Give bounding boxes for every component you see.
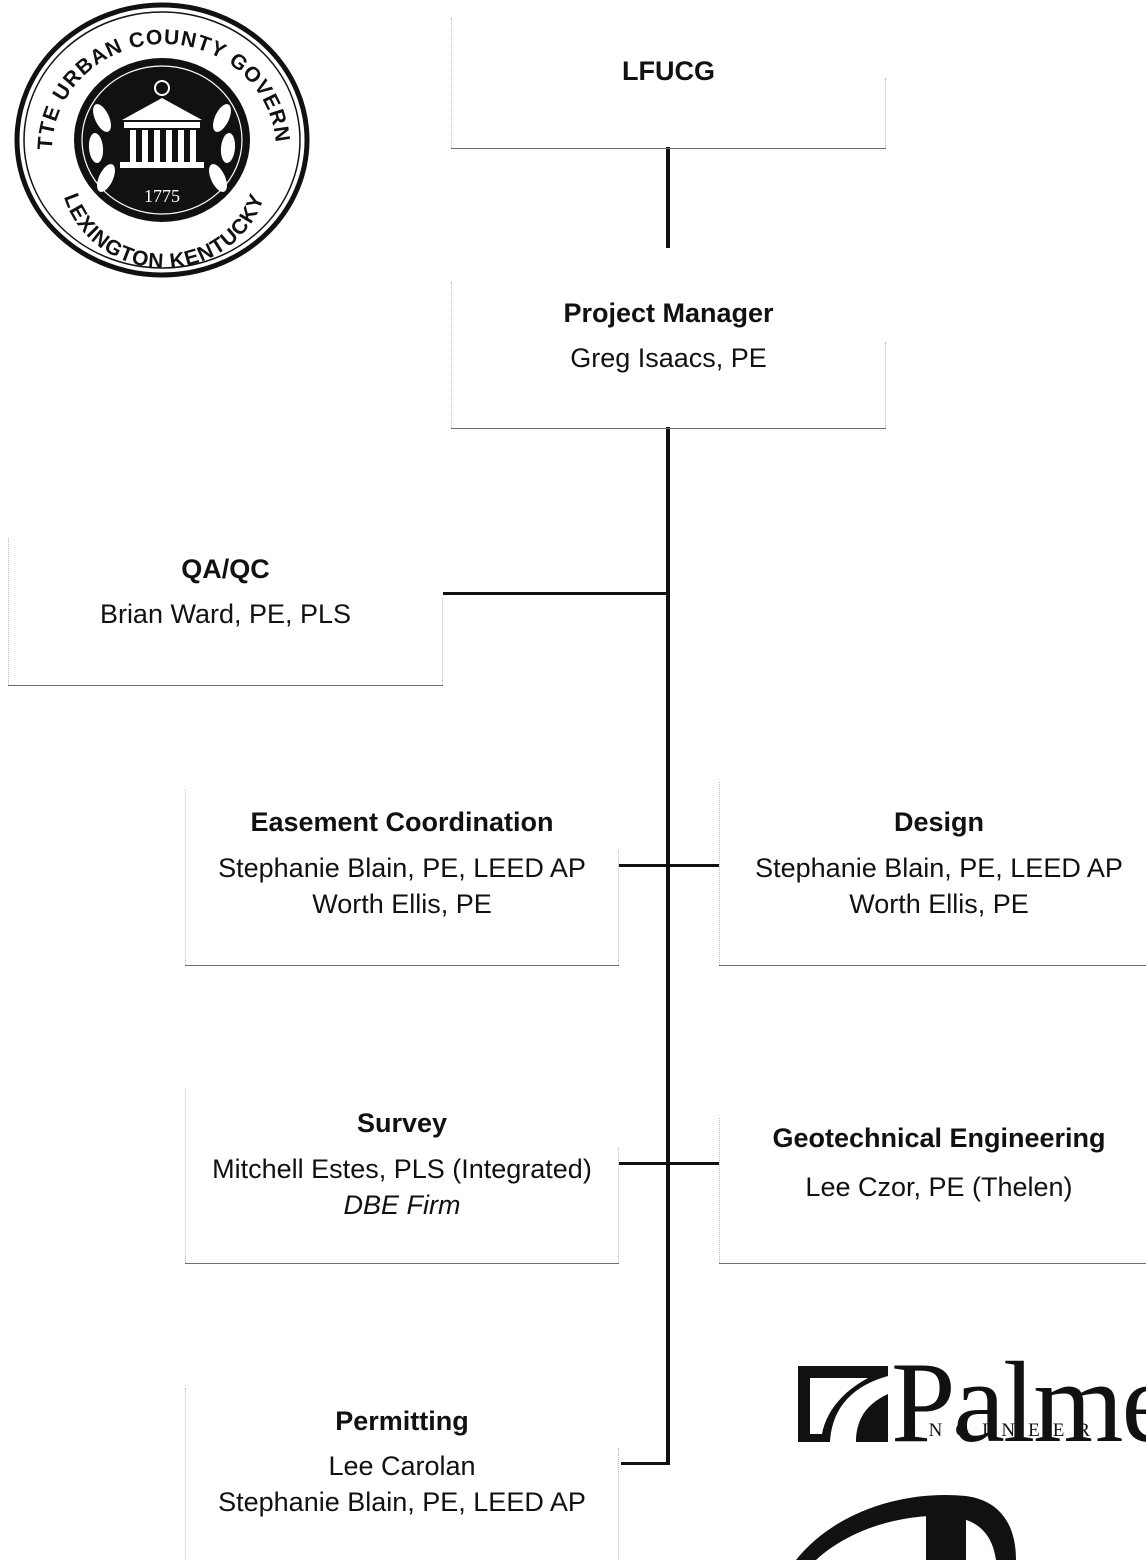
survey-dbe-note: DBE Firm — [343, 1190, 461, 1220]
easement-title: Easement Coordination — [250, 807, 554, 837]
qaqc-name: Brian Ward, PE, PLS — [99, 599, 352, 629]
permitting-name-1: Lee Carolan — [328, 1451, 476, 1481]
org-box-lfucg: LFUCG — [451, 18, 886, 149]
org-box-geotechnical-engineering: Geotechnical Engineering Lee Czor, PE (T… — [719, 1118, 1146, 1264]
palmer-wordmark: Palme — [891, 1360, 1146, 1467]
design-title: Design — [893, 807, 985, 837]
geotech-name: Lee Czor, PE (Thelen) — [805, 1172, 1073, 1202]
design-name-1: Stephanie Blain, PE, LEED AP — [755, 853, 1123, 883]
geotech-title: Geotechnical Engineering — [772, 1123, 1106, 1153]
lfucg-title: LFUCG — [622, 56, 715, 86]
org-box-project-manager: Project Manager Greg Isaacs, PE — [451, 282, 886, 429]
connector-main-spine — [666, 427, 670, 1465]
permitting-name-2: Stephanie Blain, PE, LEED AP — [218, 1487, 586, 1517]
connector-survey-geotech — [619, 1162, 719, 1165]
qaqc-title: QA/QC — [181, 554, 270, 584]
org-box-permitting: Permitting Lee Carolan Stephanie Blain, … — [185, 1388, 619, 1568]
survey-title: Survey — [356, 1108, 448, 1138]
palmer-swoosh-icon — [796, 1494, 1016, 1560]
org-box-design: Design Stephanie Blain, PE, LEED AP Wort… — [719, 782, 1146, 966]
palmer-engineering-logo: Palme ENGINEER — [796, 1360, 1146, 1560]
design-name-2: Worth Ellis, PE — [849, 889, 1029, 919]
org-box-qaqc: QA/QC Brian Ward, PE, PLS — [8, 538, 443, 686]
easement-name-1: Stephanie Blain, PE, LEED AP — [218, 853, 586, 883]
connector-lfucg-to-pm — [666, 147, 670, 248]
connector-qaqc — [443, 592, 668, 595]
permitting-title: Permitting — [335, 1406, 469, 1436]
easement-name-2: Worth Ellis, PE — [312, 889, 492, 919]
survey-name: Mitchell Estes, PLS (Integrated) — [212, 1154, 592, 1184]
connector-permitting — [621, 1462, 670, 1465]
connector-easement-design — [619, 864, 719, 867]
palmer-mark-icon — [798, 1366, 888, 1442]
palmer-subtitle: ENGINEER — [904, 1420, 1103, 1441]
seal-year: 1775 — [144, 186, 180, 206]
project-manager-title: Project Manager — [563, 298, 774, 328]
org-box-easement-coordination: Easement Coordination Stephanie Blain, P… — [185, 790, 619, 966]
org-box-survey: Survey Mitchell Estes, PLS (Integrated) … — [185, 1088, 619, 1264]
lfucg-seal-logo: 1775 FAYETTE URBAN COUNTY GOVERNMENT LEX… — [14, 2, 310, 278]
project-manager-name: Greg Isaacs, PE — [570, 343, 767, 373]
